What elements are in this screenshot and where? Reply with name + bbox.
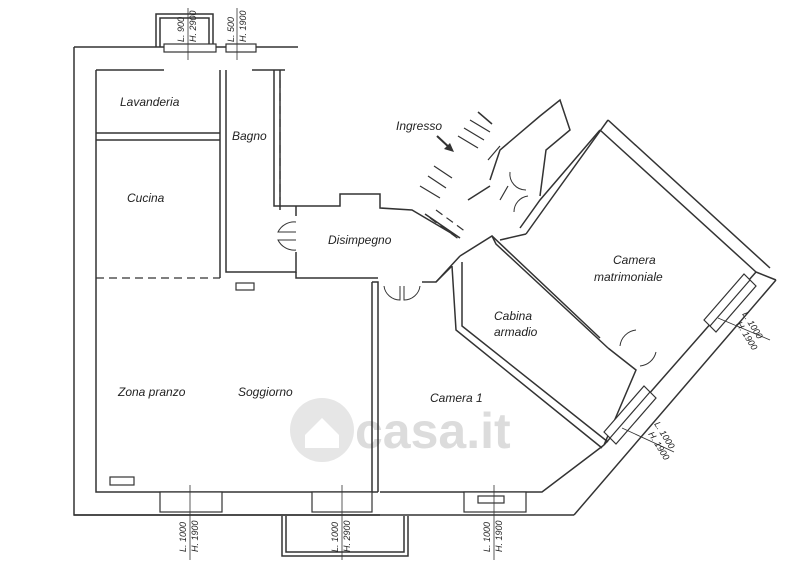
door-bagno [277, 221, 297, 233]
door-ingresso-2 [513, 195, 529, 213]
window-bottom-1 [159, 491, 223, 513]
vent-3 [477, 495, 505, 504]
dim-bot3-l: L. 1000 [482, 522, 492, 552]
door-bagno-2 [277, 239, 297, 251]
dim-bot1-h: H. 1900 [190, 520, 200, 552]
watermark-text: casa.it [355, 403, 511, 459]
entrance-arrow-icon [436, 135, 454, 152]
door-cabina [619, 329, 637, 347]
dim-top2-l: L. 500 [226, 17, 236, 42]
vent-2 [109, 476, 135, 486]
vent-1 [235, 282, 255, 291]
dim-top1-l: L. 900 [176, 17, 186, 42]
dim-bot2-h: H. 2900 [342, 520, 352, 552]
dim-bot3-h: H. 1900 [494, 520, 504, 552]
door-cabina-2 [639, 351, 657, 367]
room-zona-pranzo: Zona pranzo [117, 385, 186, 399]
window-top-2 [225, 43, 257, 53]
room-camera-matrimoniale-line1: Camera [613, 253, 656, 267]
room-cabina-line2: armadio [494, 325, 538, 339]
doors [277, 171, 657, 367]
dim-top1-h: H. 2900 [188, 10, 198, 42]
watermark-house-shape [305, 418, 339, 448]
balcony-top [155, 13, 214, 47]
entrance-door-lines [419, 119, 509, 201]
balcony-bottom [281, 516, 409, 557]
windows-diagonal [603, 273, 757, 445]
room-cucina: Cucina [127, 191, 165, 205]
door-camera1 [383, 285, 401, 301]
dashed-partitions [96, 80, 467, 279]
dim-top2-h: H. 1900 [238, 10, 248, 42]
watermark: casa.it [290, 398, 511, 462]
door-ingresso [509, 171, 527, 191]
door-camera1-2 [403, 285, 421, 301]
room-soggiorno: Soggiorno [238, 385, 293, 399]
room-bagno: Bagno [232, 129, 267, 143]
room-camera-matrimoniale-line2: matrimoniale [594, 270, 663, 284]
room-lavanderia: Lavanderia [120, 95, 180, 109]
window-top-1 [163, 43, 217, 53]
room-camera-1: Camera 1 [430, 391, 483, 405]
dim-bot2-l: L. 1000 [330, 522, 340, 552]
room-disimpegno: Disimpegno [328, 233, 392, 247]
room-ingresso: Ingresso [396, 119, 442, 133]
dimension-lines [187, 8, 771, 560]
room-cabina-line1: Cabina [494, 309, 532, 323]
dim-bot1-l: L. 1000 [178, 522, 188, 552]
